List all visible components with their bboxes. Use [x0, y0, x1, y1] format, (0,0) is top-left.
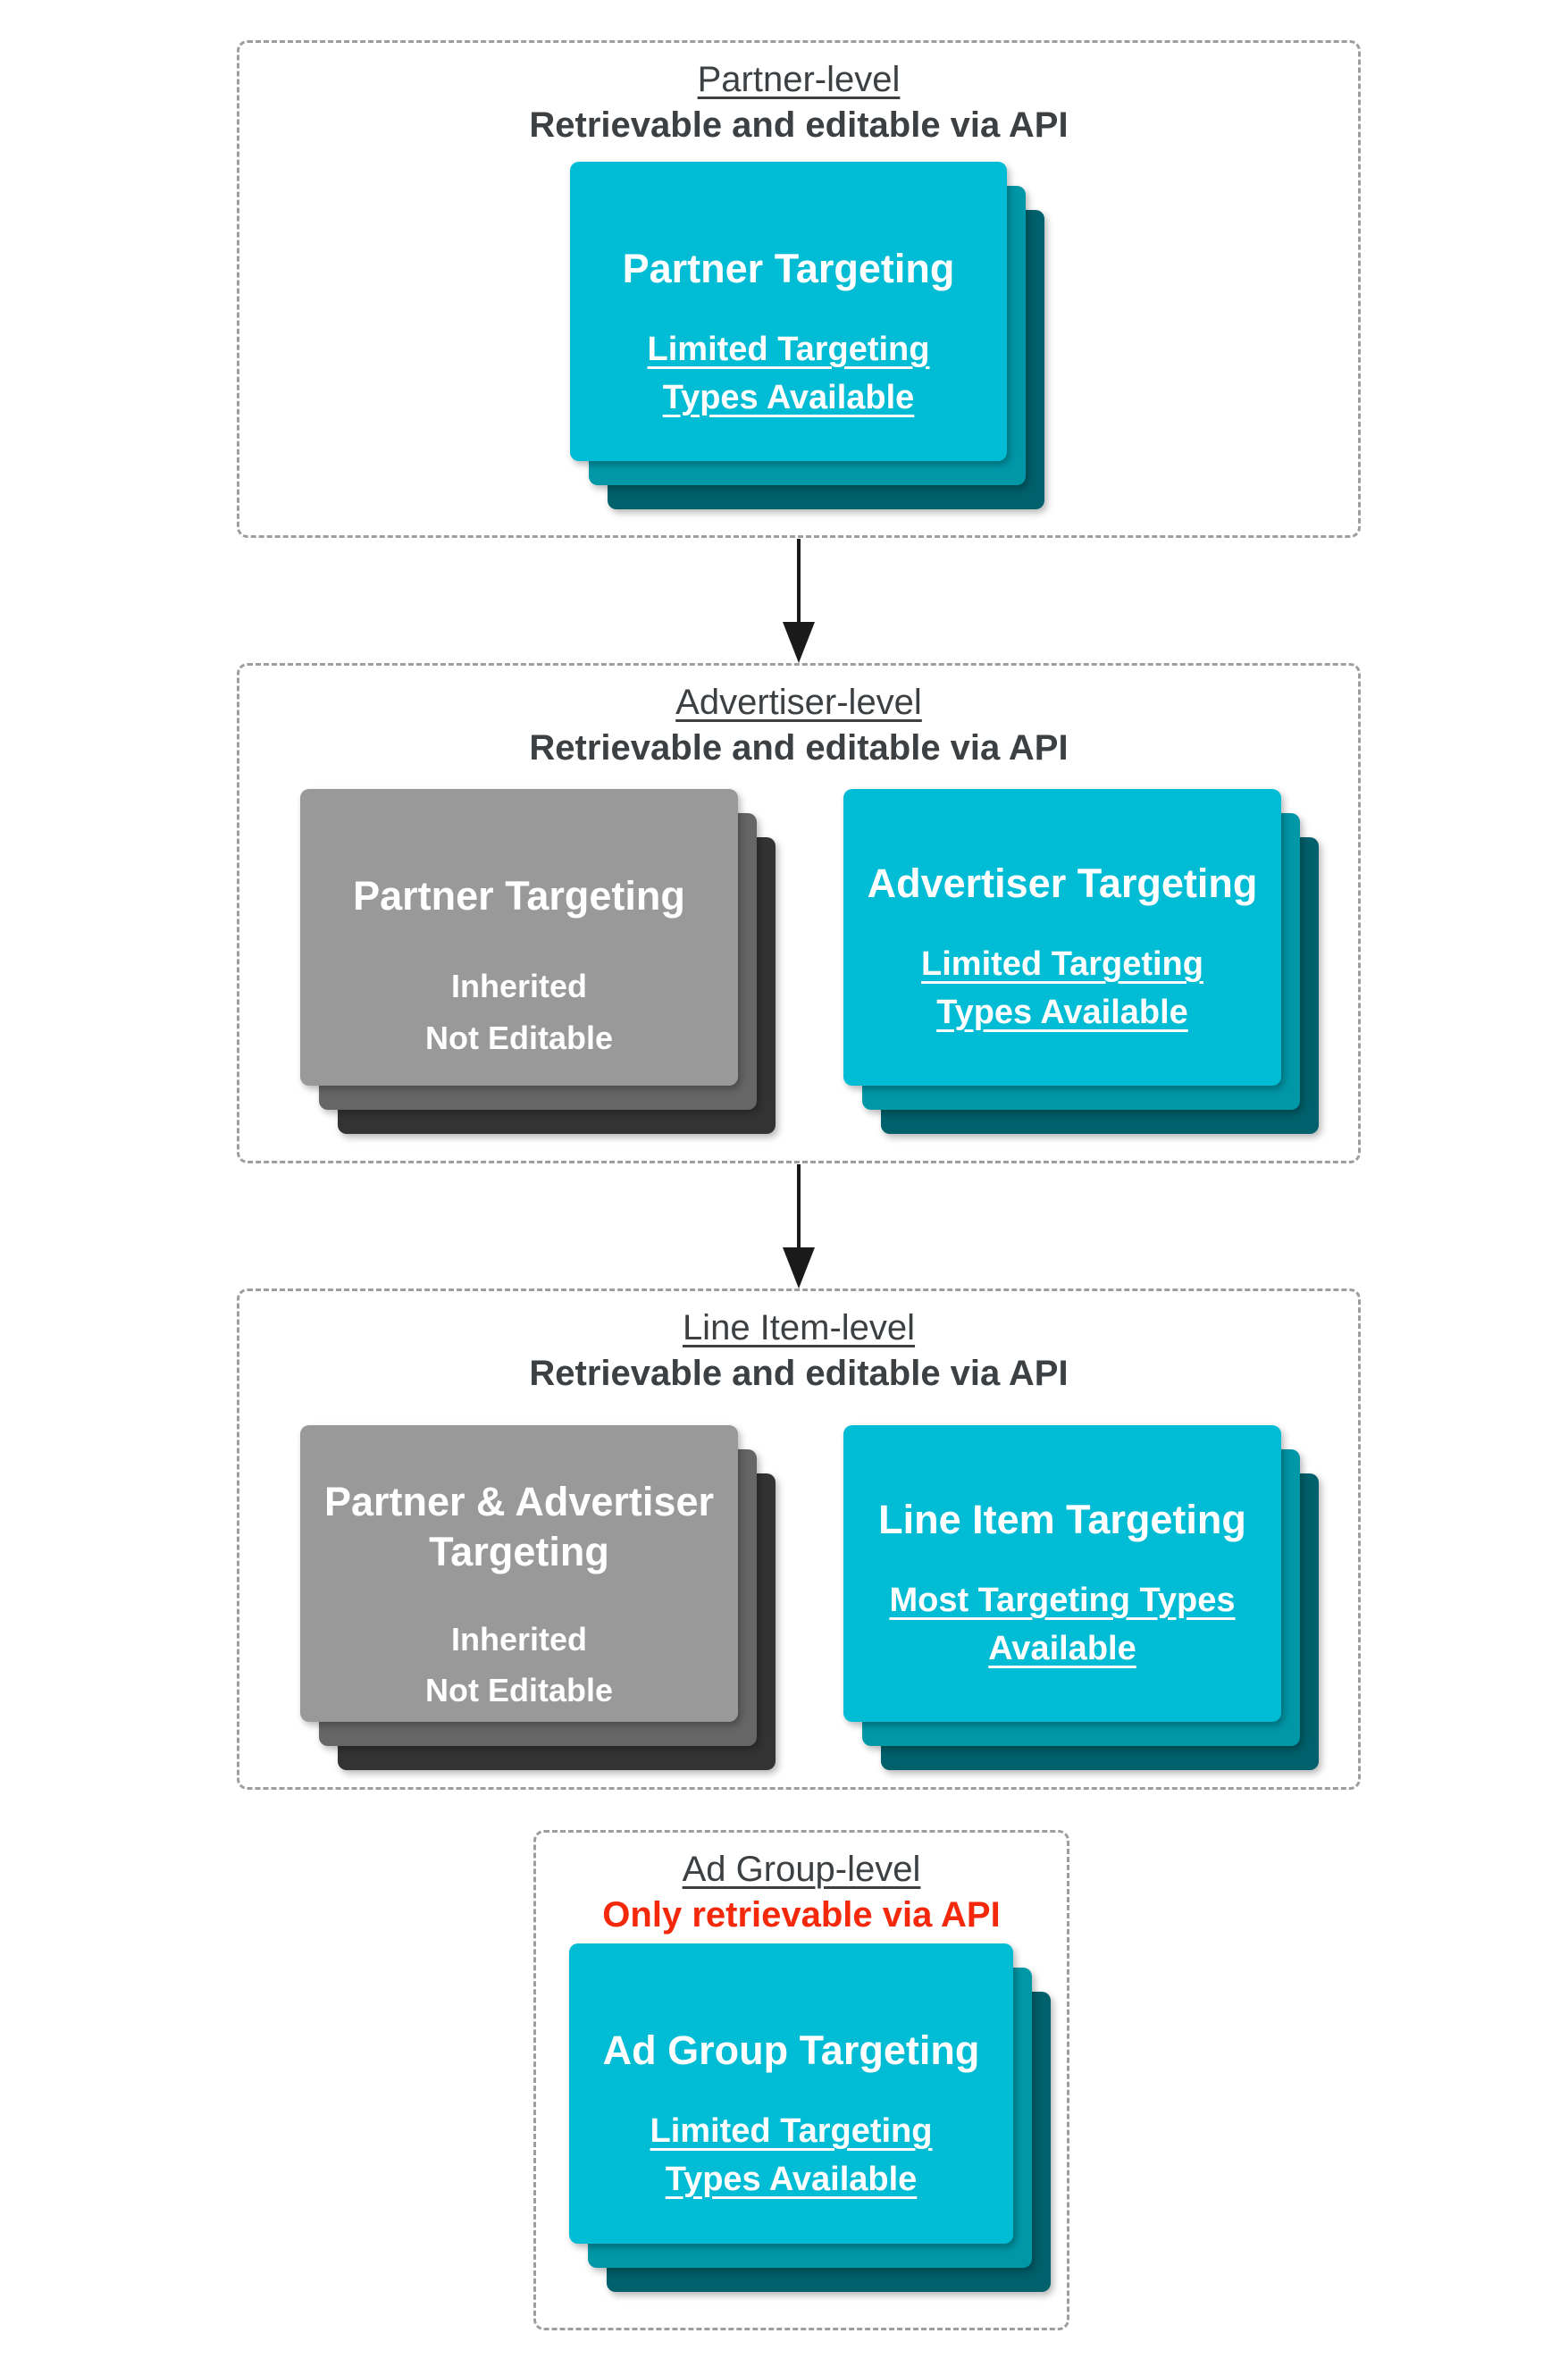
card-title: Partner Targeting [353, 873, 685, 919]
arrow-shaft [797, 539, 801, 624]
card-ad-group-targeting: Ad Group Targeting Limited Targeting Typ… [569, 1943, 1013, 2244]
card-title: Line Item Targeting [878, 1497, 1246, 1542]
arrow-head [783, 1247, 815, 1288]
card-title: Partner Targeting [622, 246, 955, 291]
section-header: Advertiser-level Retrievable and editabl… [239, 666, 1358, 768]
down-arrow-icon [783, 1164, 815, 1288]
section-header: Ad Group-level Only retrievable via API [536, 1833, 1067, 1935]
section-line-item-level: Line Item-level Retrievable and editable… [237, 1288, 1361, 1790]
section-title: Partner-level [697, 60, 901, 99]
card-title: Ad Group Targeting [602, 2027, 980, 2073]
arrow-shaft [797, 1164, 801, 1249]
section-subtitle: Retrievable and editable via API [529, 728, 1069, 768]
section-title: Ad Group-level [682, 1850, 921, 1889]
card-subtitle: Limited Targeting Types Available [650, 2112, 933, 2199]
card-subtitle: Limited Targeting Types Available [647, 331, 930, 417]
section-subtitle: Only retrievable via API [602, 1895, 1001, 1935]
section-subtitle: Retrievable and editable via API [529, 105, 1069, 145]
card-info: Inherited Not Editable [424, 1620, 613, 1709]
section-header: Line Item-level Retrievable and editable… [239, 1291, 1358, 1394]
section-partner-level: Partner-level Retrievable and editable v… [237, 40, 1361, 538]
section-subtitle: Retrievable and editable via API [529, 1354, 1069, 1393]
section-ad-group-level: Ad Group-level Only retrievable via API … [533, 1830, 1069, 2330]
card-partner-targeting-inherited: Partner Targeting Inherited Not Editable [300, 789, 738, 1086]
card-title: Partner & Advertiser Targeting [323, 1479, 714, 1575]
card-partner-advertiser-targeting-inherited: Partner & Advertiser Targeting Inherited… [300, 1425, 738, 1722]
card-line-item-targeting: Line Item Targeting Most Targeting Types… [843, 1425, 1281, 1722]
section-title: Advertiser-level [675, 683, 922, 722]
card-info: Inherited Not Editable [424, 968, 613, 1056]
down-arrow-icon [783, 539, 815, 663]
section-title: Line Item-level [682, 1308, 916, 1347]
card-subtitle: Most Targeting Types Available [889, 1582, 1236, 1668]
section-header: Partner-level Retrievable and editable v… [239, 43, 1358, 146]
card-title: Advertiser Targeting [867, 860, 1258, 906]
section-advertiser-level: Advertiser-level Retrievable and editabl… [237, 663, 1361, 1163]
arrow-head [783, 622, 815, 663]
card-partner-targeting: Partner Targeting Limited Targeting Type… [570, 162, 1007, 461]
card-subtitle: Limited Targeting Types Available [921, 945, 1203, 1032]
card-advertiser-targeting: Advertiser Targeting Limited Targeting T… [843, 789, 1281, 1086]
